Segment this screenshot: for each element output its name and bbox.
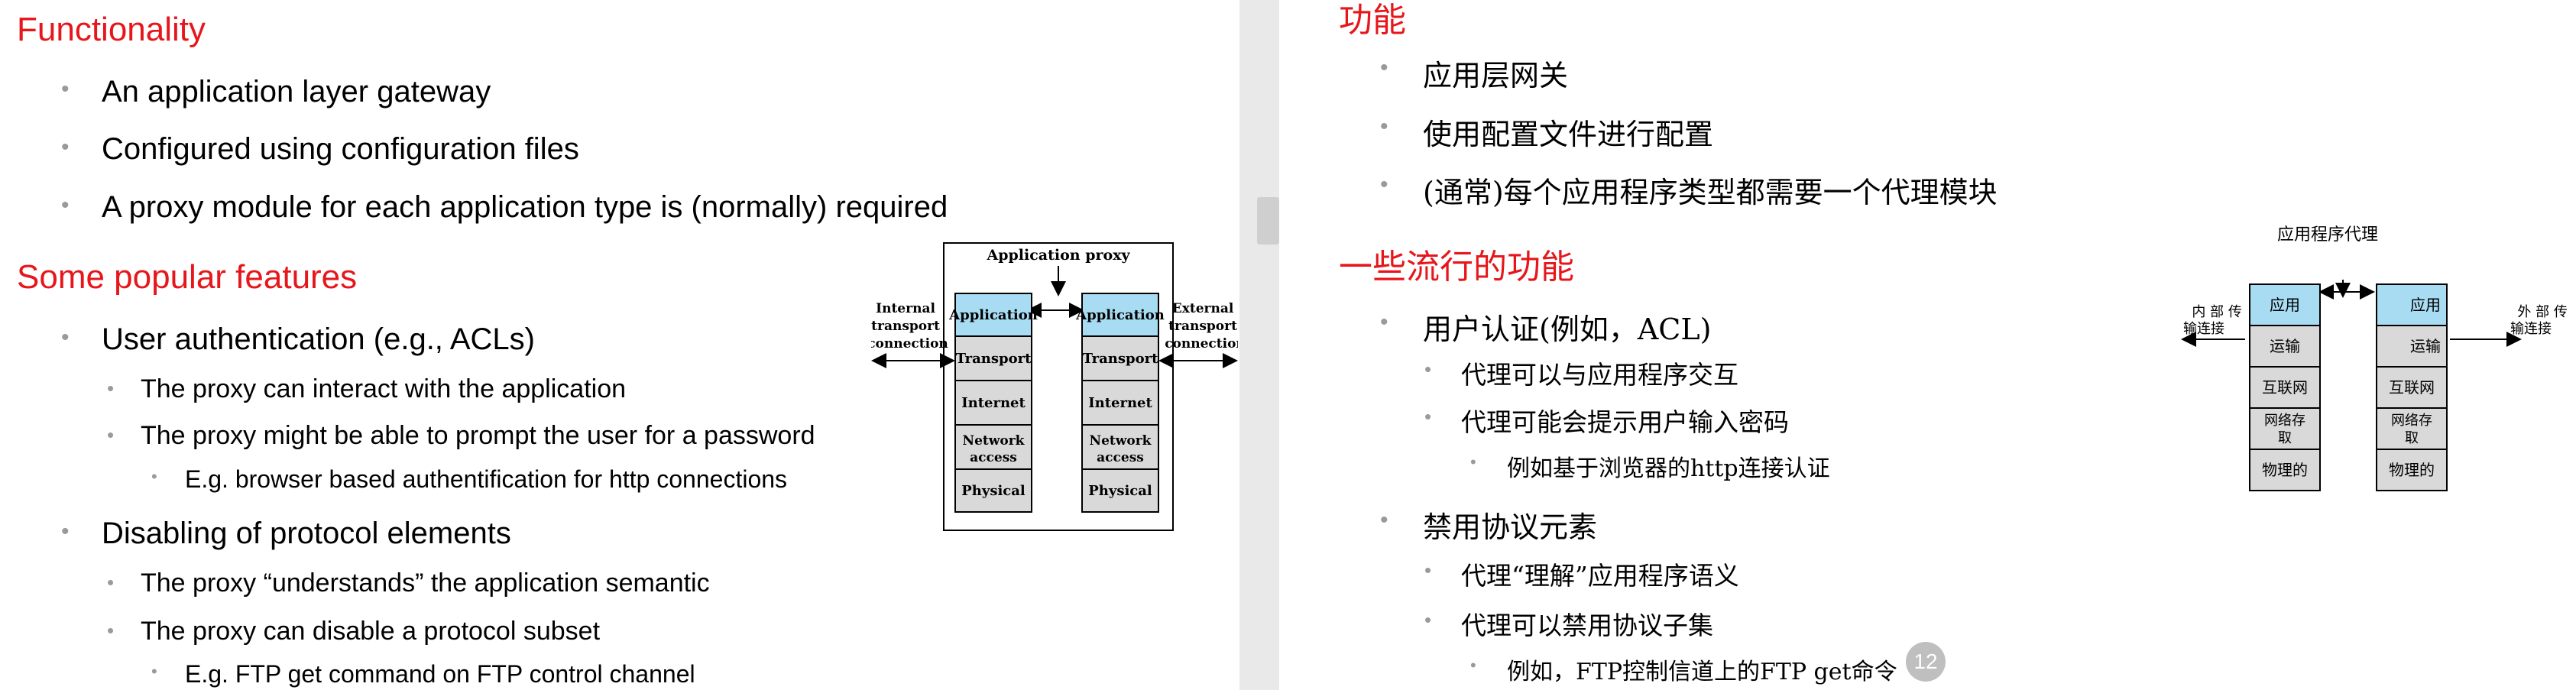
left-page: Functionality • An application layer gat…	[0, 0, 1239, 690]
bullet-dot: •	[107, 571, 115, 594]
heading-popular-features: Some popular features	[17, 258, 358, 296]
feature-disable-protocol-sub2: The proxy can disable a protocol subset	[141, 617, 601, 646]
bullet-gateway-zh: 应用层网关	[1423, 59, 1569, 92]
layer-network-access-zh: 网络存取	[2264, 413, 2305, 446]
bullet-dot: •	[107, 423, 115, 446]
bullet-config-zh: 使用配置文件进行配置	[1423, 118, 1714, 151]
layer-transport-zh: 运输	[2410, 337, 2441, 355]
feature-user-auth-sub1-zh: 代理可以与应用程序交互	[1461, 360, 1738, 390]
heading-popular-features-zh: 一些流行的功能	[1339, 248, 1574, 287]
heading-functionality-zh: 功能	[1339, 1, 1406, 40]
layer-internet-zh: 互联网	[2389, 378, 2435, 397]
layer-internet-zh: 互联网	[2262, 378, 2308, 397]
layer-physical: Physical	[961, 483, 1026, 499]
scrollbar-thumb[interactable]	[1257, 197, 1279, 245]
diagram-title-zh: 应用程序代理	[2277, 225, 2378, 245]
feature-user-auth-sub2-zh: 代理可能会提示用户输入密码	[1461, 407, 1789, 437]
feature-user-auth: User authentication (e.g., ACLs)	[102, 322, 535, 356]
bullet-dot: •	[1380, 507, 1388, 533]
bullet-dot: •	[151, 662, 157, 681]
layer-network-access-zh: 网络存取	[2391, 413, 2432, 446]
feature-disable-protocol-sub2-zh: 代理可以禁用协议子集	[1461, 611, 1713, 640]
layer-internet: Internet	[1088, 395, 1152, 411]
layer-physical-zh: 物理的	[2389, 461, 2435, 479]
right-stack-zh: 应用 运输 互联网 网络存取 物理的	[2376, 283, 2448, 491]
feature-user-auth-example: E.g. browser based authentification for …	[185, 465, 788, 493]
bullet-dot: •	[1424, 405, 1432, 428]
bullet-gateway: An application layer gateway	[102, 75, 491, 109]
layer-application-zh: 应用	[2270, 296, 2300, 314]
feature-disable-protocol-sub1-zh: 代理“理解”应用程序语义	[1461, 561, 1739, 591]
layer-physical-zh: 物理的	[2262, 461, 2308, 479]
bullet-dot: •	[61, 325, 70, 350]
bullet-dot: •	[107, 619, 115, 642]
bullet-dot: •	[107, 377, 115, 400]
internal-connection-label: Internal transport connection	[871, 301, 948, 351]
feature-disable-protocol-sub1: The proxy “understands” the application …	[141, 569, 710, 598]
bullet-dot: •	[1380, 114, 1388, 139]
layer-physical: Physical	[1088, 483, 1152, 499]
bullet-dot: •	[1470, 656, 1476, 675]
application-proxy-diagram-zh: 应用程序代理 应用 运输 互联网 网络存取 物理的 应用 运输 互联网 网络存取…	[2181, 225, 2572, 491]
bullet-dot: •	[1380, 55, 1388, 80]
page-number-badge	[1906, 642, 1946, 682]
pane-divider[interactable]	[1239, 0, 1279, 690]
layer-internet: Internet	[961, 395, 1026, 411]
layer-application: Application	[948, 307, 1038, 323]
bullet-dot: •	[1424, 358, 1432, 381]
external-connection-label-zh: 外 部 传 输连接	[2510, 304, 2572, 337]
bullet-proxy-module: A proxy module for each application type…	[102, 190, 948, 224]
bullet-dot: •	[1470, 452, 1476, 471]
layer-transport-zh: 运输	[2270, 337, 2300, 355]
application-proxy-diagram: Application proxy Application Transport …	[871, 242, 1238, 531]
bullet-dot: •	[61, 76, 70, 102]
feature-disable-protocol-example-zh: 例如，FTP控制信道上的FTP get命令	[1507, 659, 1897, 685]
page-number: 12	[1913, 650, 1938, 673]
bullet-proxy-module-zh: (通常)每个应用程序类型都需要一个代理模块	[1423, 176, 1998, 209]
bullet-dot: •	[61, 193, 70, 218]
bullet-config: Configured using configuration files	[102, 132, 579, 166]
layer-application: Application	[1075, 307, 1165, 323]
bullet-dot: •	[61, 134, 70, 160]
layer-application-zh: 应用	[2410, 296, 2441, 314]
layer-transport: Transport	[956, 351, 1032, 367]
feature-disable-protocol-zh: 禁用协议元素	[1423, 510, 1598, 544]
bullet-dot: •	[1380, 309, 1388, 335]
bullet-dot: •	[151, 467, 157, 486]
feature-user-auth-sub1: The proxy can interact with the applicat…	[141, 374, 627, 403]
bullet-dot: •	[61, 519, 70, 544]
diagram-title: Application proxy	[986, 247, 1130, 264]
feature-disable-protocol-example: E.g. FTP get command on FTP control chan…	[185, 660, 695, 688]
right-page: 功能 • 应用层网关 • 使用配置文件进行配置 • (通常)每个应用程序类型都需…	[1279, 0, 2576, 690]
heading-functionality: Functionality	[17, 11, 206, 48]
external-connection-label: External transport connection	[1165, 301, 1238, 351]
feature-user-auth-sub2: The proxy might be able to prompt the us…	[141, 421, 815, 450]
left-stack-zh: 应用 运输 互联网 网络存取 物理的	[2249, 283, 2321, 491]
layer-transport: Transport	[1083, 351, 1159, 367]
bullet-dot: •	[1424, 559, 1432, 581]
feature-disable-protocol: Disabling of protocol elements	[102, 517, 511, 550]
internal-connection-label-zh: 内 部 传 输连接	[2183, 304, 2247, 337]
bullet-dot: •	[1424, 608, 1432, 631]
feature-user-auth-zh: 用户认证(例如，ACL)	[1423, 313, 1712, 346]
feature-user-auth-example-zh: 例如基于浏览器的http连接认证	[1507, 455, 1830, 482]
bullet-dot: •	[1380, 172, 1388, 197]
